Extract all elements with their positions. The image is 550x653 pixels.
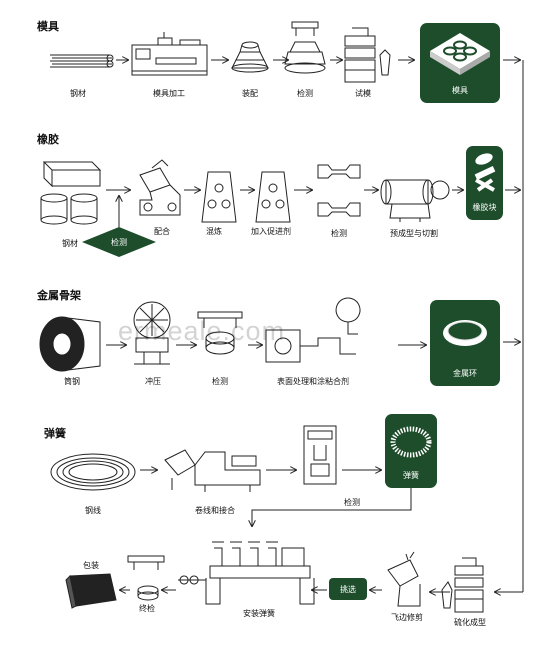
caption-metal-stamping: 冲压 <box>145 377 161 386</box>
steel-bars-icon <box>50 54 114 68</box>
caption-mold-machining: 模具加工 <box>153 89 185 98</box>
caption-rubber-mixing: 混炼 <box>206 227 222 236</box>
spring-ring-icon <box>390 426 432 458</box>
dumbbell-sample-icon <box>317 164 361 217</box>
caption-rubber-steel: 钢材 <box>62 239 78 248</box>
rubber-block-icon <box>42 161 102 188</box>
sorting-badge: 挑选 <box>329 578 367 600</box>
mold-panel-label: 模具 <box>452 86 468 95</box>
section-title-spring: 弹簧 <box>44 427 66 440</box>
coating-machine-icon <box>265 297 361 363</box>
vulcanizing-press-icon <box>441 557 484 613</box>
caption-final-check: 终检 <box>139 604 155 613</box>
winding-machine-icon <box>164 449 261 492</box>
metal-panel: 金属环 <box>430 300 500 386</box>
caption-mold-steel: 钢材 <box>70 89 86 98</box>
caption-mold-assembly: 装配 <box>242 89 258 98</box>
caption-spring-inspection: 检测 <box>344 498 360 507</box>
rubber-panel-label: 橡胶块 <box>472 203 497 212</box>
metal-panel-label: 金属环 <box>453 369 477 378</box>
rubber-panel: 橡胶块 <box>466 146 503 220</box>
caption-rubber-inspection: 检测 <box>331 229 347 238</box>
mixer-icon <box>139 159 181 216</box>
assembly-machine-icon <box>178 541 315 605</box>
steel-coil-icon <box>39 316 101 372</box>
inspection-diamond-label: 检测 <box>111 238 127 247</box>
trimming-tool-icon <box>387 551 421 607</box>
tester-cabinet-icon <box>303 425 337 485</box>
stacked-mold-icon <box>231 41 269 73</box>
caption-metal-tube: 筒钢 <box>64 377 80 386</box>
caption-vulcanizing: 硫化成型 <box>454 618 486 627</box>
caption-trimming: 飞边修剪 <box>391 613 423 622</box>
mill-icon <box>201 171 237 223</box>
metal-ring-icon <box>443 320 487 346</box>
section-title-rubber: 橡胶 <box>37 133 59 146</box>
caption-spring-winding: 卷线和接合 <box>195 506 235 515</box>
mold-panel: 模具 <box>420 23 500 103</box>
package-box-icon <box>65 573 117 609</box>
caption-rubber-preform: 预成型与切割 <box>390 229 438 238</box>
stamping-press-icon <box>133 301 171 365</box>
rubber-pieces-icon <box>474 153 496 192</box>
spring-panel-label: 弹簧 <box>403 471 419 480</box>
caption-spring-wire: 钢线 <box>85 506 101 515</box>
caption-rubber-accelerator: 加入促进剂 <box>251 227 291 236</box>
caption-metal-inspection: 检测 <box>212 377 228 386</box>
milling-machine-icon <box>131 32 208 76</box>
steel-cylinders-icon <box>40 193 98 225</box>
caption-packing: 包装 <box>83 561 99 570</box>
section-title-metal: 金属骨架 <box>37 289 81 302</box>
spring-panel: 弹簧 <box>385 414 437 488</box>
mill-icon-2 <box>255 171 291 223</box>
caption-mold-trial: 试模 <box>355 89 371 98</box>
extruder-icon <box>380 179 450 222</box>
watermark: ermeale.com <box>118 316 286 346</box>
caption-install-spring: 安装弹簧 <box>243 609 275 618</box>
caliper-icon-2 <box>197 311 243 355</box>
press-tester-icon <box>344 27 391 83</box>
caliper-icon <box>284 21 326 74</box>
caption-metal-surface: 表面处理和涂粘合剂 <box>277 377 349 386</box>
wire-coil-icon <box>50 453 136 491</box>
caption-rubber-compound: 配合 <box>154 227 170 236</box>
caption-mold-inspection: 检测 <box>297 89 313 98</box>
gauge-icon <box>127 555 165 601</box>
mold-plates-icon <box>430 33 490 75</box>
section-title-mold: 模具 <box>37 20 59 33</box>
